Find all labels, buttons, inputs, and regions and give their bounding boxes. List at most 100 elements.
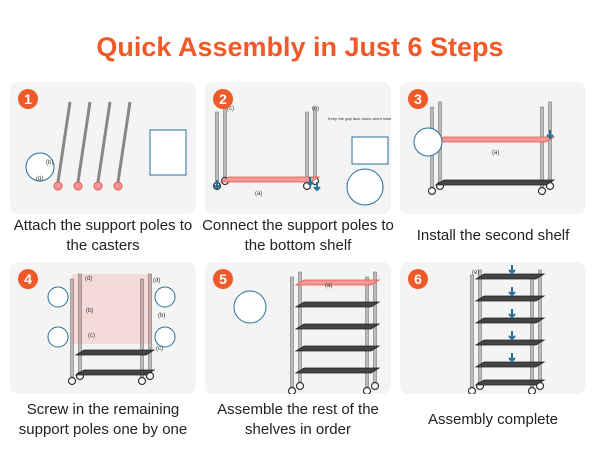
part-label: (a): [492, 150, 499, 156]
part-label: (b): [46, 160, 53, 166]
caster-wheel: [427, 186, 437, 196]
detail-zoom: [47, 286, 69, 308]
step-2-illustration: 2(c)(c)(a)Keep the gap face down when in…: [205, 82, 391, 214]
support-pole: [116, 101, 132, 183]
step-diagram: (a): [413, 101, 556, 196]
step-caption: Install the second shelf: [416, 227, 570, 244]
step-number-badge: 6: [408, 269, 428, 289]
part-label: (e): [472, 270, 479, 276]
wire-shelf: [474, 317, 546, 324]
wire-shelf: [74, 349, 156, 356]
down-arrow-icon: [546, 130, 554, 140]
wire-shelf: [434, 179, 556, 186]
step-caption: Attach the support poles to the casters: [13, 217, 193, 254]
down-arrow-icon: [213, 180, 221, 190]
part-label: (a): [325, 283, 332, 289]
step-caption: Connect the support poles to the bottom …: [202, 217, 394, 254]
down-arrow-icon: [306, 177, 314, 187]
down-arrow-icon: [508, 265, 516, 275]
caster-wheel: [370, 381, 380, 391]
part-label: (a): [255, 191, 262, 197]
wire-shelf: [294, 301, 381, 308]
step-caption: Screw in the remaining support poles one…: [18, 401, 188, 438]
detail-zoom: [233, 290, 267, 324]
caster-wheel: [137, 376, 147, 386]
support-pole: [96, 101, 112, 183]
step-diagram: (b) (g): [25, 101, 187, 191]
wire-shelf: [294, 279, 381, 286]
detail-zoom: [413, 127, 443, 157]
down-arrow-icon: [508, 353, 516, 363]
down-arrow-icon: [313, 182, 321, 192]
instruction-note: Keep the gap face down when installing t…: [328, 116, 391, 121]
support-pole: [56, 101, 72, 183]
part-label: (c): [156, 346, 163, 352]
detail-zoom: [351, 136, 389, 165]
step-diagram: (a): [233, 271, 381, 394]
step-4-illustration: 4 (d) (d) (b) (b) (c) (c): [10, 262, 196, 394]
caster: [93, 181, 103, 191]
part-label: (b): [86, 308, 93, 314]
part-label: (c): [88, 333, 95, 339]
wire-shelf: [474, 361, 546, 368]
wire-shelf: [294, 345, 381, 352]
wire-shelf: [219, 176, 321, 183]
step-1-illustration: 1 (b) (g): [10, 82, 196, 214]
caster-wheel: [287, 386, 297, 394]
step-number-badge: 3: [408, 89, 428, 109]
caster-wheel: [67, 376, 77, 386]
down-arrow-icon: [508, 331, 516, 341]
support-pole: [76, 101, 92, 183]
part-label: (b): [158, 313, 165, 319]
wire-shelf: [294, 367, 381, 374]
step-3-illustration: 3 (a): [400, 82, 586, 214]
detail-zoom: [154, 326, 176, 348]
support-pole: [530, 274, 534, 388]
detail-zoom: [25, 152, 55, 182]
step-diagram: (c)(c)(a)Keep the gap face down when ins…: [212, 106, 391, 206]
support-pole: [223, 106, 227, 178]
step-5-illustration: 5 (a): [205, 262, 391, 394]
part-label: (c): [227, 106, 234, 112]
caster: [53, 181, 63, 191]
caster: [113, 181, 123, 191]
step-number-badge: 4: [18, 269, 38, 289]
support-pole: [305, 111, 309, 183]
wire-shelf: [294, 323, 381, 330]
support-pole: [313, 106, 317, 178]
detail-zoom: [154, 286, 176, 308]
step-diagram: (d) (d) (b) (b) (c) (c): [47, 273, 176, 386]
step-caption: Assemble the rest of the shelves in orde…: [217, 401, 379, 438]
part-label: (g): [36, 176, 43, 182]
support-pole: [470, 274, 474, 388]
detail-zoom: [47, 326, 69, 348]
page-title: Quick Assembly in Just 6 Steps: [96, 32, 504, 62]
wire-shelf: [474, 295, 546, 302]
down-arrow-icon: [508, 309, 516, 319]
detail-zoom: [346, 168, 384, 206]
wire-shelf: [434, 136, 556, 143]
step-diagram: (e): [467, 265, 546, 394]
step-caption: Assembly complete: [427, 411, 559, 428]
part-label: (d): [153, 278, 160, 284]
wire-shelf: [474, 379, 546, 386]
step-6-illustration: 6 (e): [400, 262, 586, 394]
caster-wheel: [537, 186, 547, 196]
support-pole: [290, 276, 294, 388]
step-number-badge: 5: [213, 269, 233, 289]
part-label: (d): [85, 276, 92, 282]
wire-shelf: [74, 369, 156, 376]
support-pole: [215, 111, 219, 183]
caster-wheel: [467, 386, 477, 394]
caster-wheel: [527, 386, 537, 394]
wire-shelf: [474, 339, 546, 346]
down-arrow-icon: [508, 287, 516, 297]
support-pole: [548, 101, 552, 183]
support-pole: [540, 106, 544, 188]
highlight: [72, 274, 152, 344]
caster-wheel: [362, 386, 372, 394]
caster: [73, 181, 83, 191]
wire-shelf: [474, 273, 546, 280]
step-number-badge: 2: [213, 89, 233, 109]
step-number-badge: 1: [18, 89, 38, 109]
